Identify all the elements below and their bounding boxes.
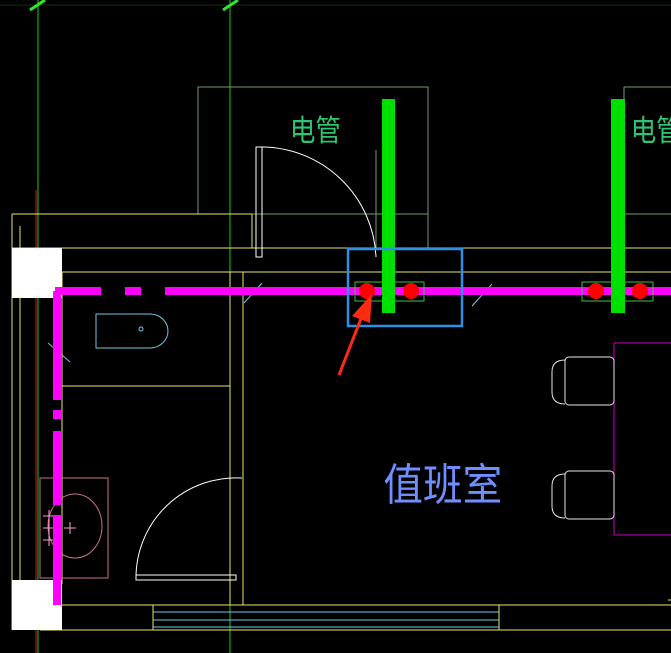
node-3 (588, 283, 604, 299)
node-1 (359, 283, 375, 299)
column-top-left (12, 248, 62, 298)
room-label: 值班室 (383, 459, 502, 511)
conduit-label-left: 电管 (290, 113, 341, 149)
shaft-outlines (197, 86, 671, 250)
node-2 (403, 283, 419, 299)
conduit-label-right: 电管 (631, 113, 671, 149)
node-4 (632, 283, 648, 299)
door-top (255, 146, 377, 258)
conduit-right (611, 99, 625, 313)
furniture (551, 342, 671, 536)
door-bottom (135, 477, 243, 581)
arrow-annotation (337, 294, 372, 376)
highlight-box (346, 247, 464, 328)
pipe-nodes (359, 283, 648, 299)
axis-tick-marks (29, 0, 239, 12)
conduit-left (382, 99, 395, 313)
bathtub-fixture (95, 313, 169, 349)
